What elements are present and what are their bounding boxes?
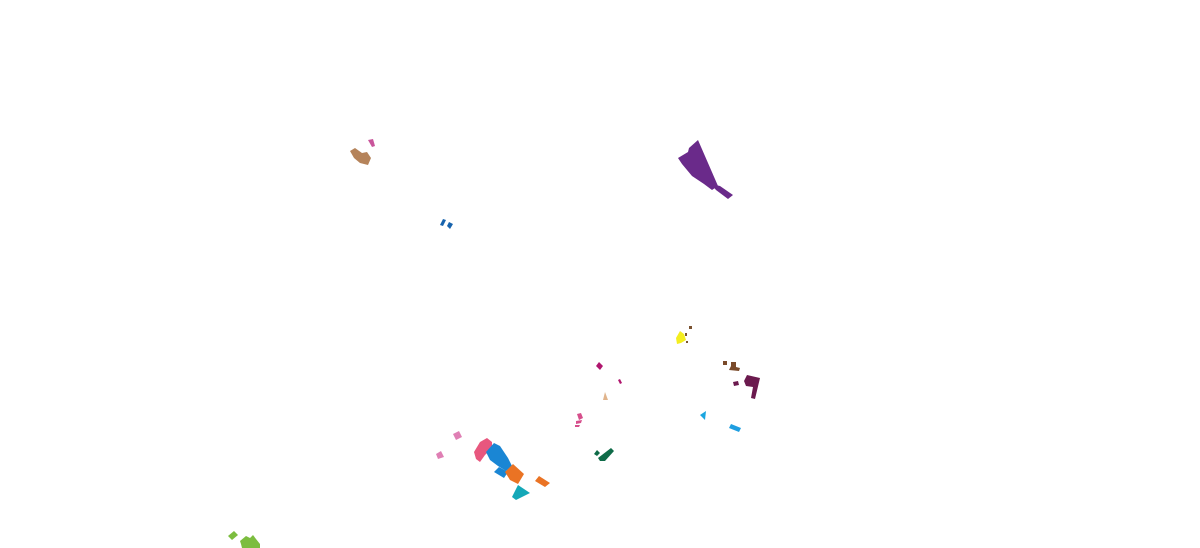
region-magenta[interactable] — [596, 362, 622, 384]
region-sky-blue-dash[interactable] — [729, 424, 741, 432]
region-blue-pair[interactable] — [440, 219, 453, 229]
region-peach[interactable] — [603, 392, 608, 400]
region-dark-brown-dots[interactable] — [685, 326, 692, 343]
region-maroon[interactable] — [733, 375, 760, 399]
region-lime-green[interactable] — [228, 531, 260, 548]
region-pink-strip[interactable] — [575, 413, 583, 427]
region-pink-small-north[interactable] — [368, 139, 375, 147]
region-cyan-small[interactable] — [700, 411, 706, 420]
region-brown-tan[interactable] — [350, 148, 371, 165]
region-purple-large[interactable] — [678, 140, 733, 199]
region-azure[interactable] — [486, 443, 512, 478]
region-teal[interactable] — [512, 485, 530, 500]
region-dark-green[interactable] — [594, 448, 614, 461]
region-brown-cluster[interactable] — [723, 361, 740, 371]
region-rose[interactable] — [474, 438, 492, 462]
region-orange[interactable] — [505, 464, 550, 487]
region-light-pink-dots[interactable] — [436, 431, 462, 459]
region-yellow[interactable] — [676, 331, 686, 344]
